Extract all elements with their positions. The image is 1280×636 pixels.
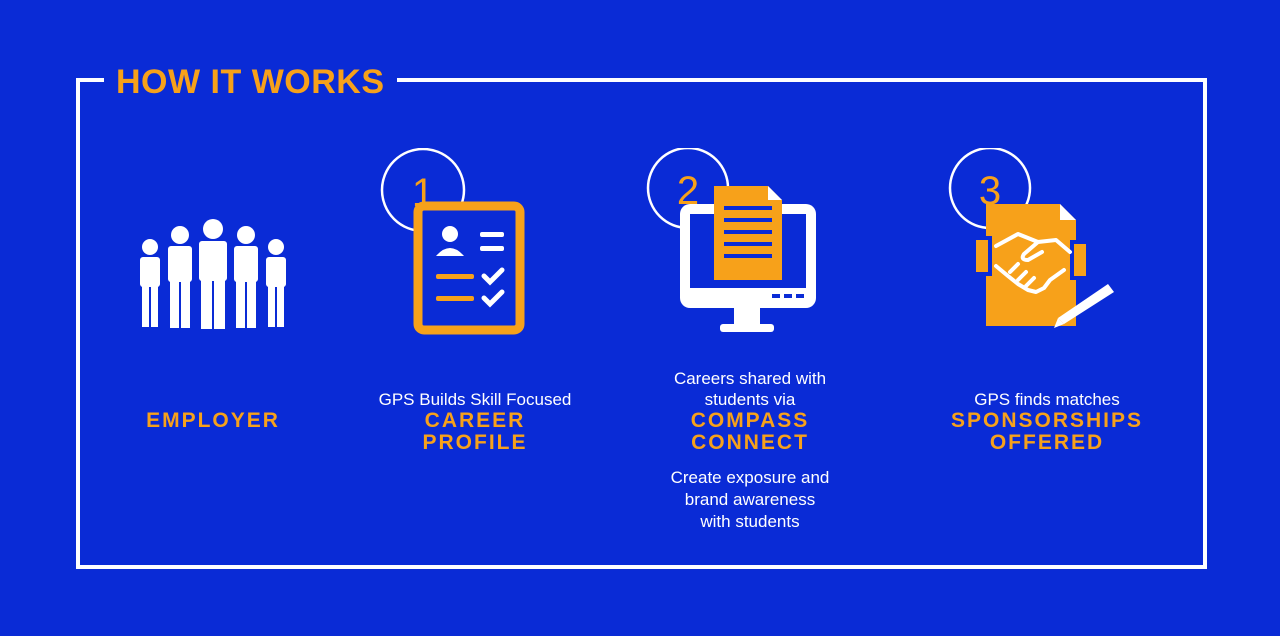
page-title: HOW IT WORKS: [104, 60, 397, 104]
employer-group-icon: [140, 219, 286, 329]
computer-document-icon: 2: [646, 148, 816, 332]
handshake-contract-icon: 3: [948, 148, 1114, 328]
profile-document-icon: 1: [380, 148, 525, 335]
career-profile-intro: GPS Builds Skill Focused: [378, 390, 572, 409]
compass-intro-2: students via: [704, 390, 796, 409]
compass-accent-2: CONNECT: [691, 431, 809, 454]
compass-note-1: Create exposure and: [670, 468, 830, 487]
compass-accent-1: COMPASS: [690, 409, 810, 432]
step-number-3: 3: [979, 169, 1001, 213]
compass-intro-1: Careers shared with: [673, 369, 827, 388]
sponsorship-accent-2: OFFERED: [989, 431, 1105, 454]
employer-label: EMPLOYER: [146, 409, 280, 432]
compass-note-3: with students: [700, 512, 800, 531]
compass-note-2: brand awareness: [684, 490, 816, 509]
sponsorship-accent-1: SPONSORSHIPS: [950, 409, 1144, 432]
step-number-1: 1: [412, 171, 434, 215]
sponsorship-intro: GPS finds matches: [974, 390, 1120, 409]
step-number-2: 2: [677, 169, 699, 213]
career-profile-accent-2: PROFILE: [422, 431, 528, 454]
career-profile-accent-1: CAREER: [424, 409, 526, 432]
content-frame: [76, 78, 1207, 569]
